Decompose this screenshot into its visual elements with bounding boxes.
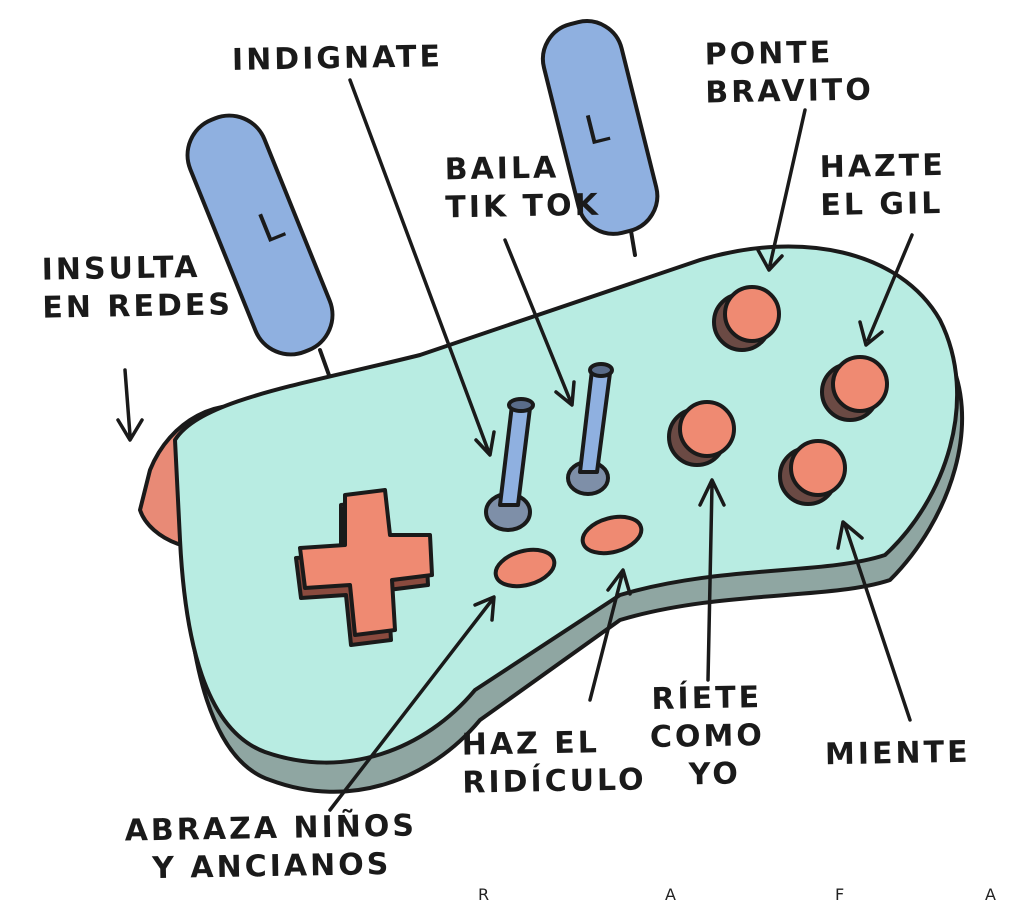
label-line: BAILA [444, 150, 560, 188]
annotation-arrows [116, 78, 914, 812]
label-line: BRAVITO [705, 72, 875, 111]
right-joystick [566, 362, 614, 496]
d-pad [294, 488, 434, 647]
label-line: EL GIL [820, 185, 944, 224]
label-line: RÍETE [651, 680, 763, 717]
left-joystick [484, 397, 535, 532]
select-button [493, 547, 557, 589]
signature-letter: A [985, 885, 996, 904]
label-line: HAZ EL [461, 725, 601, 763]
label-line: RIDÍCULO [462, 762, 647, 801]
label-line: ABRAZA NIÑOS [124, 808, 418, 849]
label-line: EN REDES [42, 287, 234, 326]
label-line: Y ANCIANOS [151, 846, 392, 887]
label-line: HAZTE [819, 147, 947, 186]
label-line: YO [688, 756, 742, 793]
face-buttons [667, 285, 889, 506]
signature-letter: A [665, 885, 676, 904]
label-indignate: INDIGNATE [231, 39, 444, 78]
signature-letter: F [835, 885, 845, 904]
label-miente: MIENTE [824, 734, 971, 773]
start-button [580, 514, 644, 556]
label-line: PONTE [704, 35, 834, 73]
label-line: INSULTA [41, 249, 201, 288]
left-trigger: L [185, 113, 335, 380]
label-line: TIK TOK [445, 187, 602, 226]
label-line: COMO [649, 718, 766, 755]
label-abraza-ninos-y-ancianos: ABRAZA NIÑOS Y ANCIANOS [124, 807, 418, 888]
signature-letter: R [478, 885, 490, 904]
right-trigger: L [540, 19, 660, 257]
